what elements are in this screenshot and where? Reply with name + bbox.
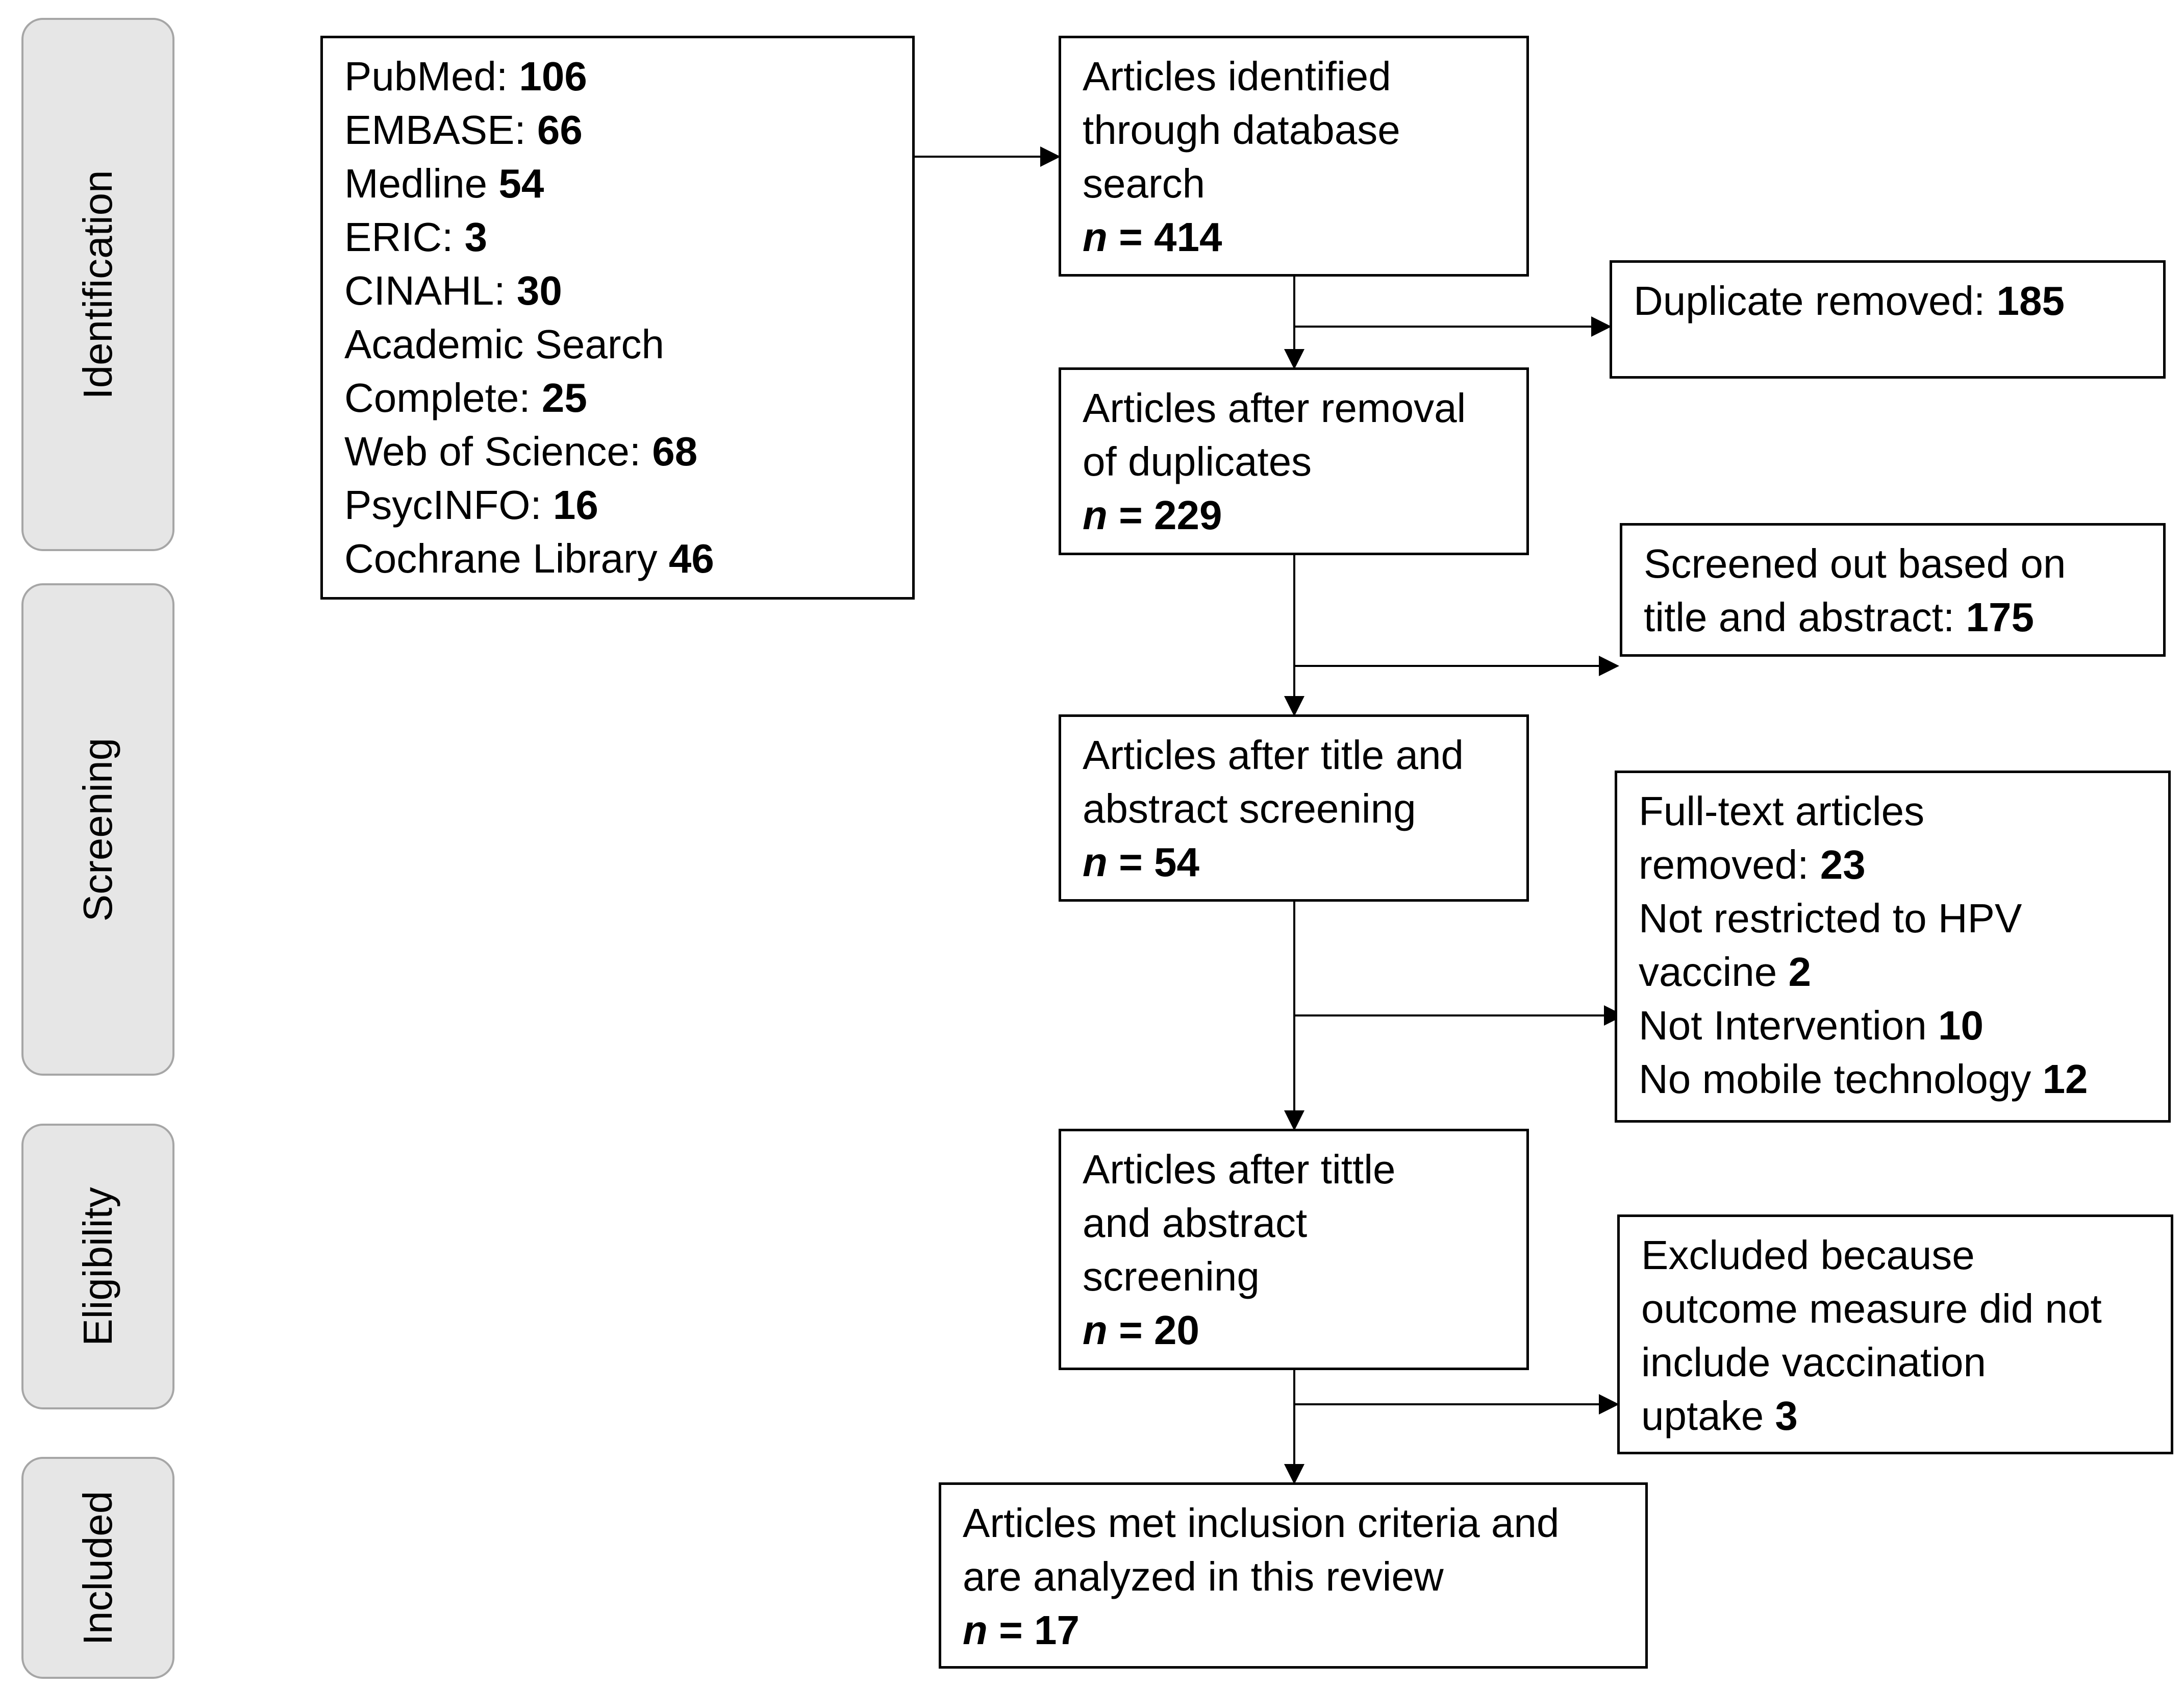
fulltext-removed-box: Full-text articles removed: 23 Not restr… — [1615, 771, 2171, 1123]
excluded-line-4: uptake 3 — [1641, 1393, 1798, 1438]
source-cochrane: Cochrane Library 46 — [344, 536, 714, 581]
source-psycinfo: PsycINFO: 16 — [344, 482, 598, 528]
after-fulltext-line-2: and abstract — [1083, 1200, 1308, 1246]
stage-label: Screening — [75, 737, 120, 922]
source-eric: ERIC: 3 — [344, 214, 488, 260]
fulltext-line-2: removed: 23 — [1639, 842, 1866, 887]
fulltext-line-3: Not restricted to HPV — [1639, 896, 2022, 941]
source-academic-search-complete: Complete: 25 — [344, 375, 587, 420]
excluded-line-2: outcome measure did not — [1641, 1286, 2102, 1331]
included-line-1: Articles met inclusion criteria and — [963, 1500, 1560, 1546]
identified-box: Articles identified through database sea… — [1059, 36, 1529, 277]
stage-label: Eligibility — [75, 1187, 120, 1346]
fulltext-line-5: Not Intervention 10 — [1639, 1003, 1984, 1048]
stage-identification: Identification — [21, 18, 174, 551]
after-screening-count: n = 54 — [1083, 839, 1200, 885]
fulltext-line-1: Full-text articles — [1639, 788, 1925, 834]
database-sources-box: PubMed: 106 EMBASE: 66 Medline 54 ERIC: … — [320, 36, 915, 600]
identified-count: n = 414 — [1083, 214, 1222, 260]
stage-included: Included — [21, 1457, 174, 1679]
included-line-2: are analyzed in this review — [963, 1554, 1444, 1599]
identified-line-3: search — [1083, 161, 1206, 206]
source-cinahl: CINAHL: 30 — [344, 268, 562, 313]
source-academic-search: Academic Search — [344, 321, 664, 367]
included-box: Articles met inclusion criteria and are … — [939, 1482, 1648, 1669]
excluded-box: Excluded because outcome measure did not… — [1617, 1214, 2173, 1454]
after-duplicates-line-2: of duplicates — [1083, 439, 1312, 484]
identified-line-1: Articles identified — [1083, 54, 1391, 99]
source-embase: EMBASE: 66 — [344, 107, 583, 153]
excluded-line-3: include vaccination — [1641, 1339, 1986, 1385]
screened-out-box: Screened out based on title and abstract… — [1620, 523, 2166, 657]
stage-label: Identification — [75, 169, 120, 400]
after-duplicates-count: n = 229 — [1083, 492, 1222, 538]
after-screening-line-1: Articles after title and — [1083, 732, 1464, 778]
duplicates-line: Duplicate removed: 185 — [1634, 278, 2065, 324]
after-duplicates-line-1: Articles after removal — [1083, 385, 1466, 431]
after-fulltext-count: n = 20 — [1083, 1307, 1200, 1353]
stage-label: Included — [75, 1491, 120, 1645]
stage-screening: Screening — [21, 583, 174, 1076]
screened-out-line-1: Screened out based on — [1644, 541, 2066, 586]
excluded-line-1: Excluded because — [1641, 1232, 1975, 1278]
duplicates-removed-box: Duplicate removed: 185 — [1610, 260, 2166, 379]
fulltext-line-4: vaccine 2 — [1639, 949, 1811, 995]
after-screening-line-2: abstract screening — [1083, 786, 1416, 831]
after-screening-box: Articles after title and abstract screen… — [1059, 714, 1529, 902]
screened-out-line-2: title and abstract: 175 — [1644, 594, 2034, 640]
after-fulltext-line-3: screening — [1083, 1254, 1260, 1299]
fulltext-line-6: No mobile technology 12 — [1639, 1056, 2088, 1102]
stage-eligibility: Eligibility — [21, 1124, 174, 1409]
source-medline: Medline 54 — [344, 161, 544, 206]
identified-line-2: through database — [1083, 107, 1400, 153]
source-pubmed: PubMed: 106 — [344, 54, 587, 99]
included-count: n = 17 — [963, 1607, 1080, 1653]
source-web-of-science: Web of Science: 68 — [344, 429, 698, 474]
after-duplicates-box: Articles after removal of duplicates n =… — [1059, 367, 1529, 555]
after-fulltext-box: Articles after tittle and abstract scree… — [1059, 1129, 1529, 1370]
after-fulltext-line-1: Articles after tittle — [1083, 1147, 1396, 1192]
